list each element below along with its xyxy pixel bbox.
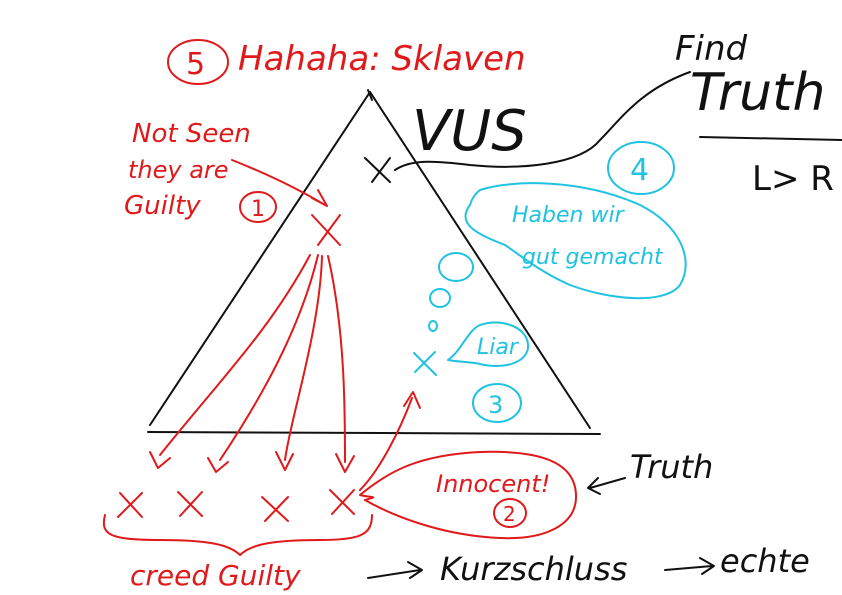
creed-guilty-label: creed Guilty xyxy=(130,559,301,592)
truth-right-label: Truth xyxy=(630,448,713,486)
arrow-note-to-x xyxy=(231,159,328,207)
echte-label: echte xyxy=(720,542,810,580)
thought-bubble-big xyxy=(464,182,687,300)
thought-bubble-dot-2 xyxy=(429,288,451,308)
underline-truth xyxy=(699,136,842,141)
x-mark-bottom-2 xyxy=(177,491,203,517)
innocent-label: Innocent! xyxy=(436,470,550,498)
arrow-to-r: L> R xyxy=(752,159,834,199)
top-title: Hahaha: Sklaven xyxy=(238,39,526,79)
brace xyxy=(102,514,373,556)
arrow-down-4 xyxy=(327,255,355,473)
circled-number-2 xyxy=(493,498,527,528)
circled-number-5 xyxy=(167,39,229,85)
vus-label: VUS xyxy=(412,99,527,164)
bubble4-line-1: Haben wir xyxy=(512,203,626,228)
bubble4-line-2: gut gemacht xyxy=(522,245,664,270)
find-label: Find xyxy=(675,29,748,69)
circle-4-label: 4 xyxy=(630,153,649,188)
arrow-down-3 xyxy=(275,255,323,471)
note-line-2: they are xyxy=(128,156,229,184)
circled-number-1 xyxy=(239,191,277,223)
pyramid-apex-tick xyxy=(367,89,373,101)
circle-5-label: 5 xyxy=(186,47,205,82)
note-line-3: Guilty xyxy=(124,191,201,221)
x-mark-top xyxy=(364,157,391,183)
truth-top-label: Truth xyxy=(690,63,825,123)
arrow-bottom-1 xyxy=(367,561,423,579)
circle-3-label: 3 xyxy=(488,391,503,419)
x-mark-cyan xyxy=(413,351,437,376)
pyramid-outline xyxy=(147,91,601,435)
x-mark-bottom-3 xyxy=(261,496,289,522)
circled-number-3 xyxy=(472,383,522,423)
arrow-bottom-2 xyxy=(664,557,715,575)
arrow-to-innocent xyxy=(587,477,626,495)
liar-bubble xyxy=(447,321,530,367)
x-mark-bottom-4 xyxy=(329,489,355,515)
arrow-down-2 xyxy=(207,254,319,473)
circle-2-label: 2 xyxy=(503,502,516,526)
circled-number-4 xyxy=(607,141,675,195)
circle-1-label: 1 xyxy=(251,197,265,222)
connector-line xyxy=(394,71,691,171)
thought-bubble-dot-1 xyxy=(438,252,474,282)
innocent-bubble xyxy=(359,450,578,540)
x-mark-red-center xyxy=(311,214,341,246)
arrow-down-1 xyxy=(149,254,311,469)
note-line-1: Not Seen xyxy=(132,119,251,149)
x-mark-bottom-1 xyxy=(117,492,143,518)
kurzschluss-label: Kurzschluss xyxy=(440,550,627,588)
thought-bubble-dot-3 xyxy=(428,320,438,332)
liar-label: Liar xyxy=(477,335,520,360)
arrow-up-to-liar xyxy=(359,391,421,491)
